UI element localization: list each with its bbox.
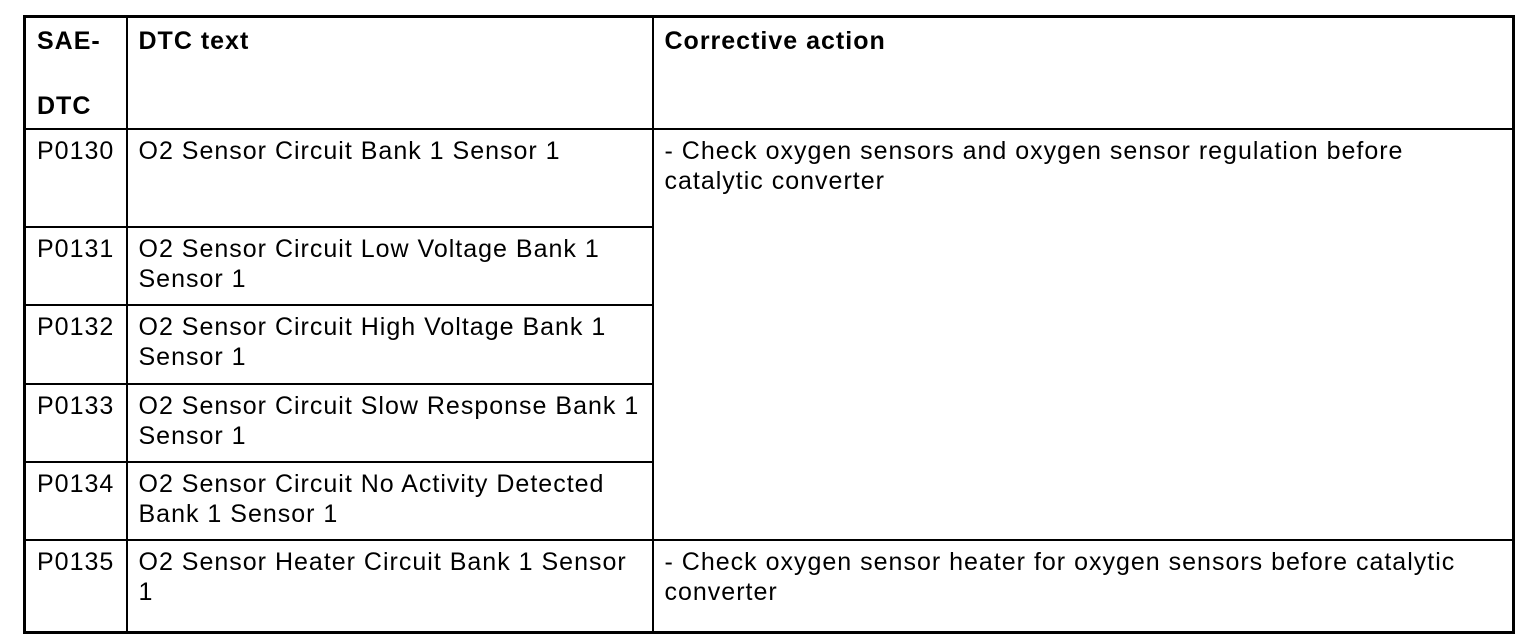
corrective-action-text: - Check oxygen sensor heater for oxygen … (664, 547, 1456, 606)
dtc-table-container: SAE- DTC DTC text Corrective action P013… (23, 15, 1515, 634)
dtc-text-cell: O2 Sensor Circuit Slow Response Bank 1 S… (125, 382, 654, 463)
header-sae-dtc: SAE- DTC (23, 15, 128, 130)
dtc-text-cell: O2 Sensor Circuit Bank 1 Sensor 1 (125, 127, 654, 228)
dtc-text-cell: O2 Sensor Circuit Low Voltage Bank 1 Sen… (125, 225, 654, 306)
dtc-text: O2 Sensor Circuit Low Voltage Bank 1 Sen… (138, 234, 600, 293)
dtc-text: O2 Sensor Circuit Bank 1 Sensor 1 (138, 136, 561, 165)
dtc-code-cell: P0132 (23, 303, 128, 385)
dtc-text: O2 Sensor Heater Circuit Bank 1 Sensor 1 (138, 547, 627, 606)
header-sae-dtc-line1: SAE- (37, 27, 101, 55)
corrective-action-cell: - Check oxygen sensors and oxygen sensor… (651, 127, 1515, 541)
table-row: P0134 O2 Sensor Circuit No Activity Dete… (23, 460, 1514, 541)
header-corrective-action: Corrective action (651, 15, 1515, 130)
dtc-code-cell: P0134 (23, 460, 128, 541)
dtc-code-cell: P0133 (23, 382, 128, 463)
dtc-text-cell: O2 Sensor Circuit No Activity Detected B… (125, 460, 654, 541)
corrective-action-cell: - Check oxygen sensor heater for oxygen … (651, 538, 1515, 634)
dtc-text-cell: O2 Sensor Circuit High Voltage Bank 1 Se… (125, 303, 654, 385)
dtc-text: O2 Sensor Circuit Slow Response Bank 1 S… (138, 391, 640, 450)
dtc-text-cell: O2 Sensor Heater Circuit Bank 1 Sensor 1 (125, 538, 654, 634)
dtc-code-cell: P0131 (23, 225, 128, 306)
header-dtc-text: DTC text (125, 15, 654, 130)
table-row: P0131 O2 Sensor Circuit Low Voltage Bank… (23, 225, 1514, 306)
dtc-text: O2 Sensor Circuit No Activity Detected B… (138, 469, 605, 528)
dtc-code-cell: P0135 (23, 538, 128, 634)
table-row: P0132 O2 Sensor Circuit High Voltage Ban… (23, 303, 1514, 385)
dtc-code-cell: P0130 (23, 127, 128, 228)
corrective-action-text: - Check oxygen sensors and oxygen sensor… (664, 136, 1404, 195)
table-header-row: SAE- DTC DTC text Corrective action (23, 15, 1515, 130)
table-row: P0135 O2 Sensor Heater Circuit Bank 1 Se… (23, 538, 1515, 634)
table-row: P0130 O2 Sensor Circuit Bank 1 Sensor 1 … (23, 127, 1515, 541)
dtc-text: O2 Sensor Circuit High Voltage Bank 1 Se… (138, 312, 607, 371)
header-sae-dtc-line2: DTC (37, 92, 92, 120)
dtc-table: SAE- DTC DTC text Corrective action P013… (23, 15, 1515, 634)
table-row: P0133 O2 Sensor Circuit Slow Response Ba… (23, 382, 1514, 463)
